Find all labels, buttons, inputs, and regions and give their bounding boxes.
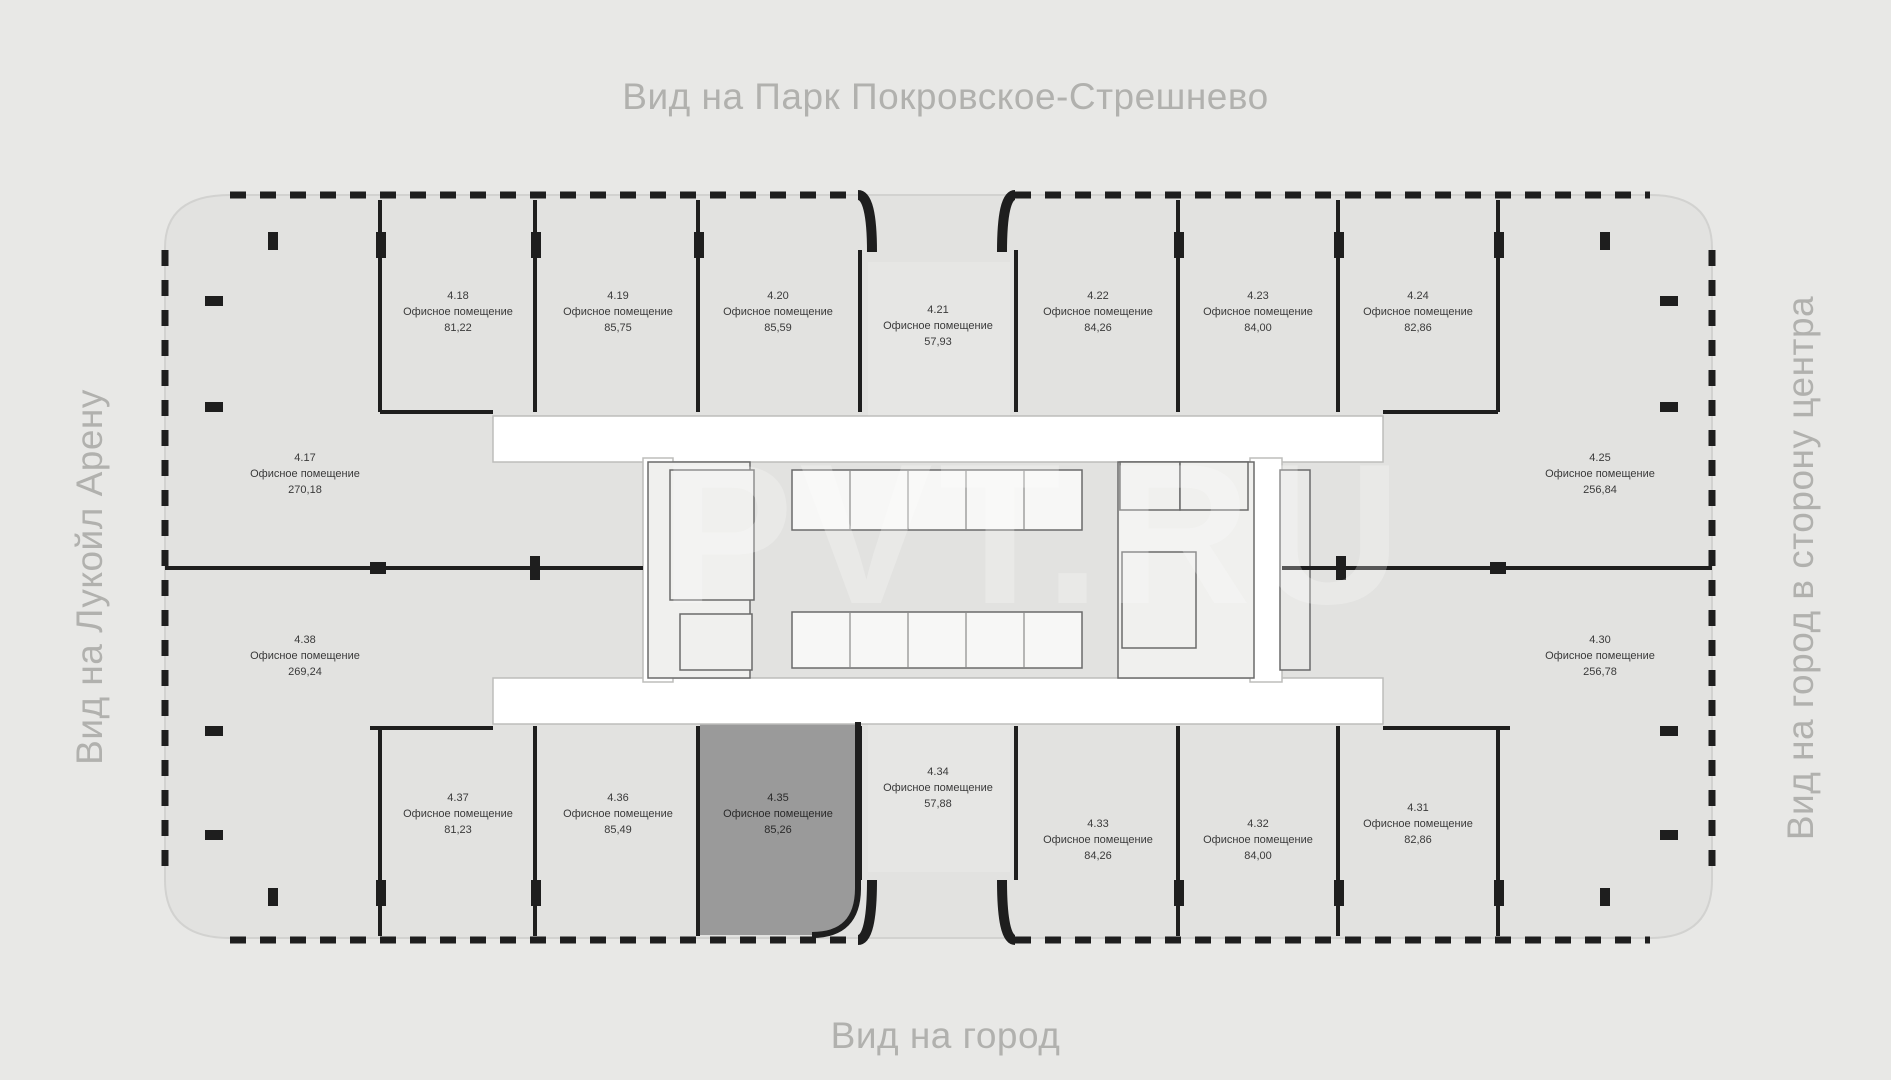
room-area: 256,78 bbox=[1583, 666, 1617, 678]
core bbox=[647, 461, 1311, 679]
room-number: 4.20 bbox=[767, 290, 789, 302]
room-number: 4.21 bbox=[927, 304, 949, 316]
room-type: Офисное помещение bbox=[403, 306, 513, 318]
room-area: 256,84 bbox=[1583, 484, 1617, 496]
room-area: 57,88 bbox=[924, 798, 952, 810]
room-number: 4.25 bbox=[1589, 452, 1611, 464]
room-number: 4.32 bbox=[1247, 818, 1269, 830]
facade-windows bbox=[161, 191, 1716, 944]
room-number: 4.31 bbox=[1407, 802, 1429, 814]
room-number: 4.36 bbox=[607, 792, 629, 804]
room-number: 4.18 bbox=[447, 290, 469, 302]
room-number: 4.22 bbox=[1087, 290, 1109, 302]
room-type: Офисное помещение bbox=[250, 468, 360, 480]
room-area: 269,24 bbox=[288, 666, 322, 678]
room-area: 81,22 bbox=[444, 322, 472, 334]
watermark: PVT.RU bbox=[660, 423, 1408, 646]
room-area: 82,86 bbox=[1404, 322, 1432, 334]
room-type: Офисное помещение bbox=[1363, 306, 1473, 318]
corridor bbox=[492, 415, 1384, 725]
room-number: 4.19 bbox=[607, 290, 629, 302]
floor-outline bbox=[164, 194, 1713, 939]
room-area: 84,26 bbox=[1084, 322, 1112, 334]
room-area: 85,59 bbox=[764, 322, 792, 334]
room-area: 82,86 bbox=[1404, 834, 1432, 846]
room-type: Офисное помещение bbox=[1043, 834, 1153, 846]
room-type: Офисное помещение bbox=[1545, 468, 1655, 480]
room-type: Офисное помещение bbox=[723, 306, 833, 318]
room-type: Офисное помещение bbox=[563, 808, 673, 820]
room-type: Офисное помещение bbox=[250, 650, 360, 662]
room-area: 84,26 bbox=[1084, 850, 1112, 862]
room-number: 4.37 bbox=[447, 792, 469, 804]
room-area: 85,49 bbox=[604, 824, 632, 836]
room-type: Офисное помещение bbox=[403, 808, 513, 820]
room-number: 4.24 bbox=[1407, 290, 1429, 302]
room-4-34-niche bbox=[868, 722, 1010, 872]
room-type: Офисное помещение bbox=[1363, 818, 1473, 830]
room-number: 4.23 bbox=[1247, 290, 1269, 302]
room-number: 4.30 bbox=[1589, 634, 1611, 646]
room-type: Офисное помещение bbox=[563, 306, 673, 318]
room-type: Офисное помещение bbox=[883, 782, 993, 794]
corner-walls bbox=[856, 190, 1017, 945]
view-label-top: Вид на Парк Покровское-Стрешнево bbox=[622, 76, 1269, 117]
core-elevators bbox=[849, 470, 1025, 668]
room-number: 4.35 bbox=[767, 792, 789, 804]
room-4-35-wall bbox=[811, 722, 861, 938]
room-number: 4.33 bbox=[1087, 818, 1109, 830]
room-area: 84,00 bbox=[1244, 850, 1272, 862]
room-number: 4.34 bbox=[927, 766, 949, 778]
room-area: 84,00 bbox=[1244, 322, 1272, 334]
room-area: 57,93 bbox=[924, 336, 952, 348]
room-area: 81,23 bbox=[444, 824, 472, 836]
room-area: 270,18 bbox=[288, 484, 322, 496]
room-4-35-highlight bbox=[700, 722, 858, 935]
room-type: Офисное помещение bbox=[1043, 306, 1153, 318]
view-label-bottom: Вид на город bbox=[830, 1015, 1061, 1056]
room-type: Офисное помещение bbox=[723, 808, 833, 820]
room-area: 85,75 bbox=[604, 322, 632, 334]
room-number: 4.17 bbox=[294, 452, 316, 464]
room-number: 4.38 bbox=[294, 634, 316, 646]
room-type: Офисное помещение bbox=[1203, 834, 1313, 846]
room-type: Офисное помещение bbox=[883, 320, 993, 332]
columns bbox=[205, 232, 1678, 906]
room-type: Офисное помещение bbox=[1545, 650, 1655, 662]
room-area: 85,26 bbox=[764, 824, 792, 836]
room-type: Офисное помещение bbox=[1203, 306, 1313, 318]
room-4-21-niche bbox=[868, 262, 1010, 422]
